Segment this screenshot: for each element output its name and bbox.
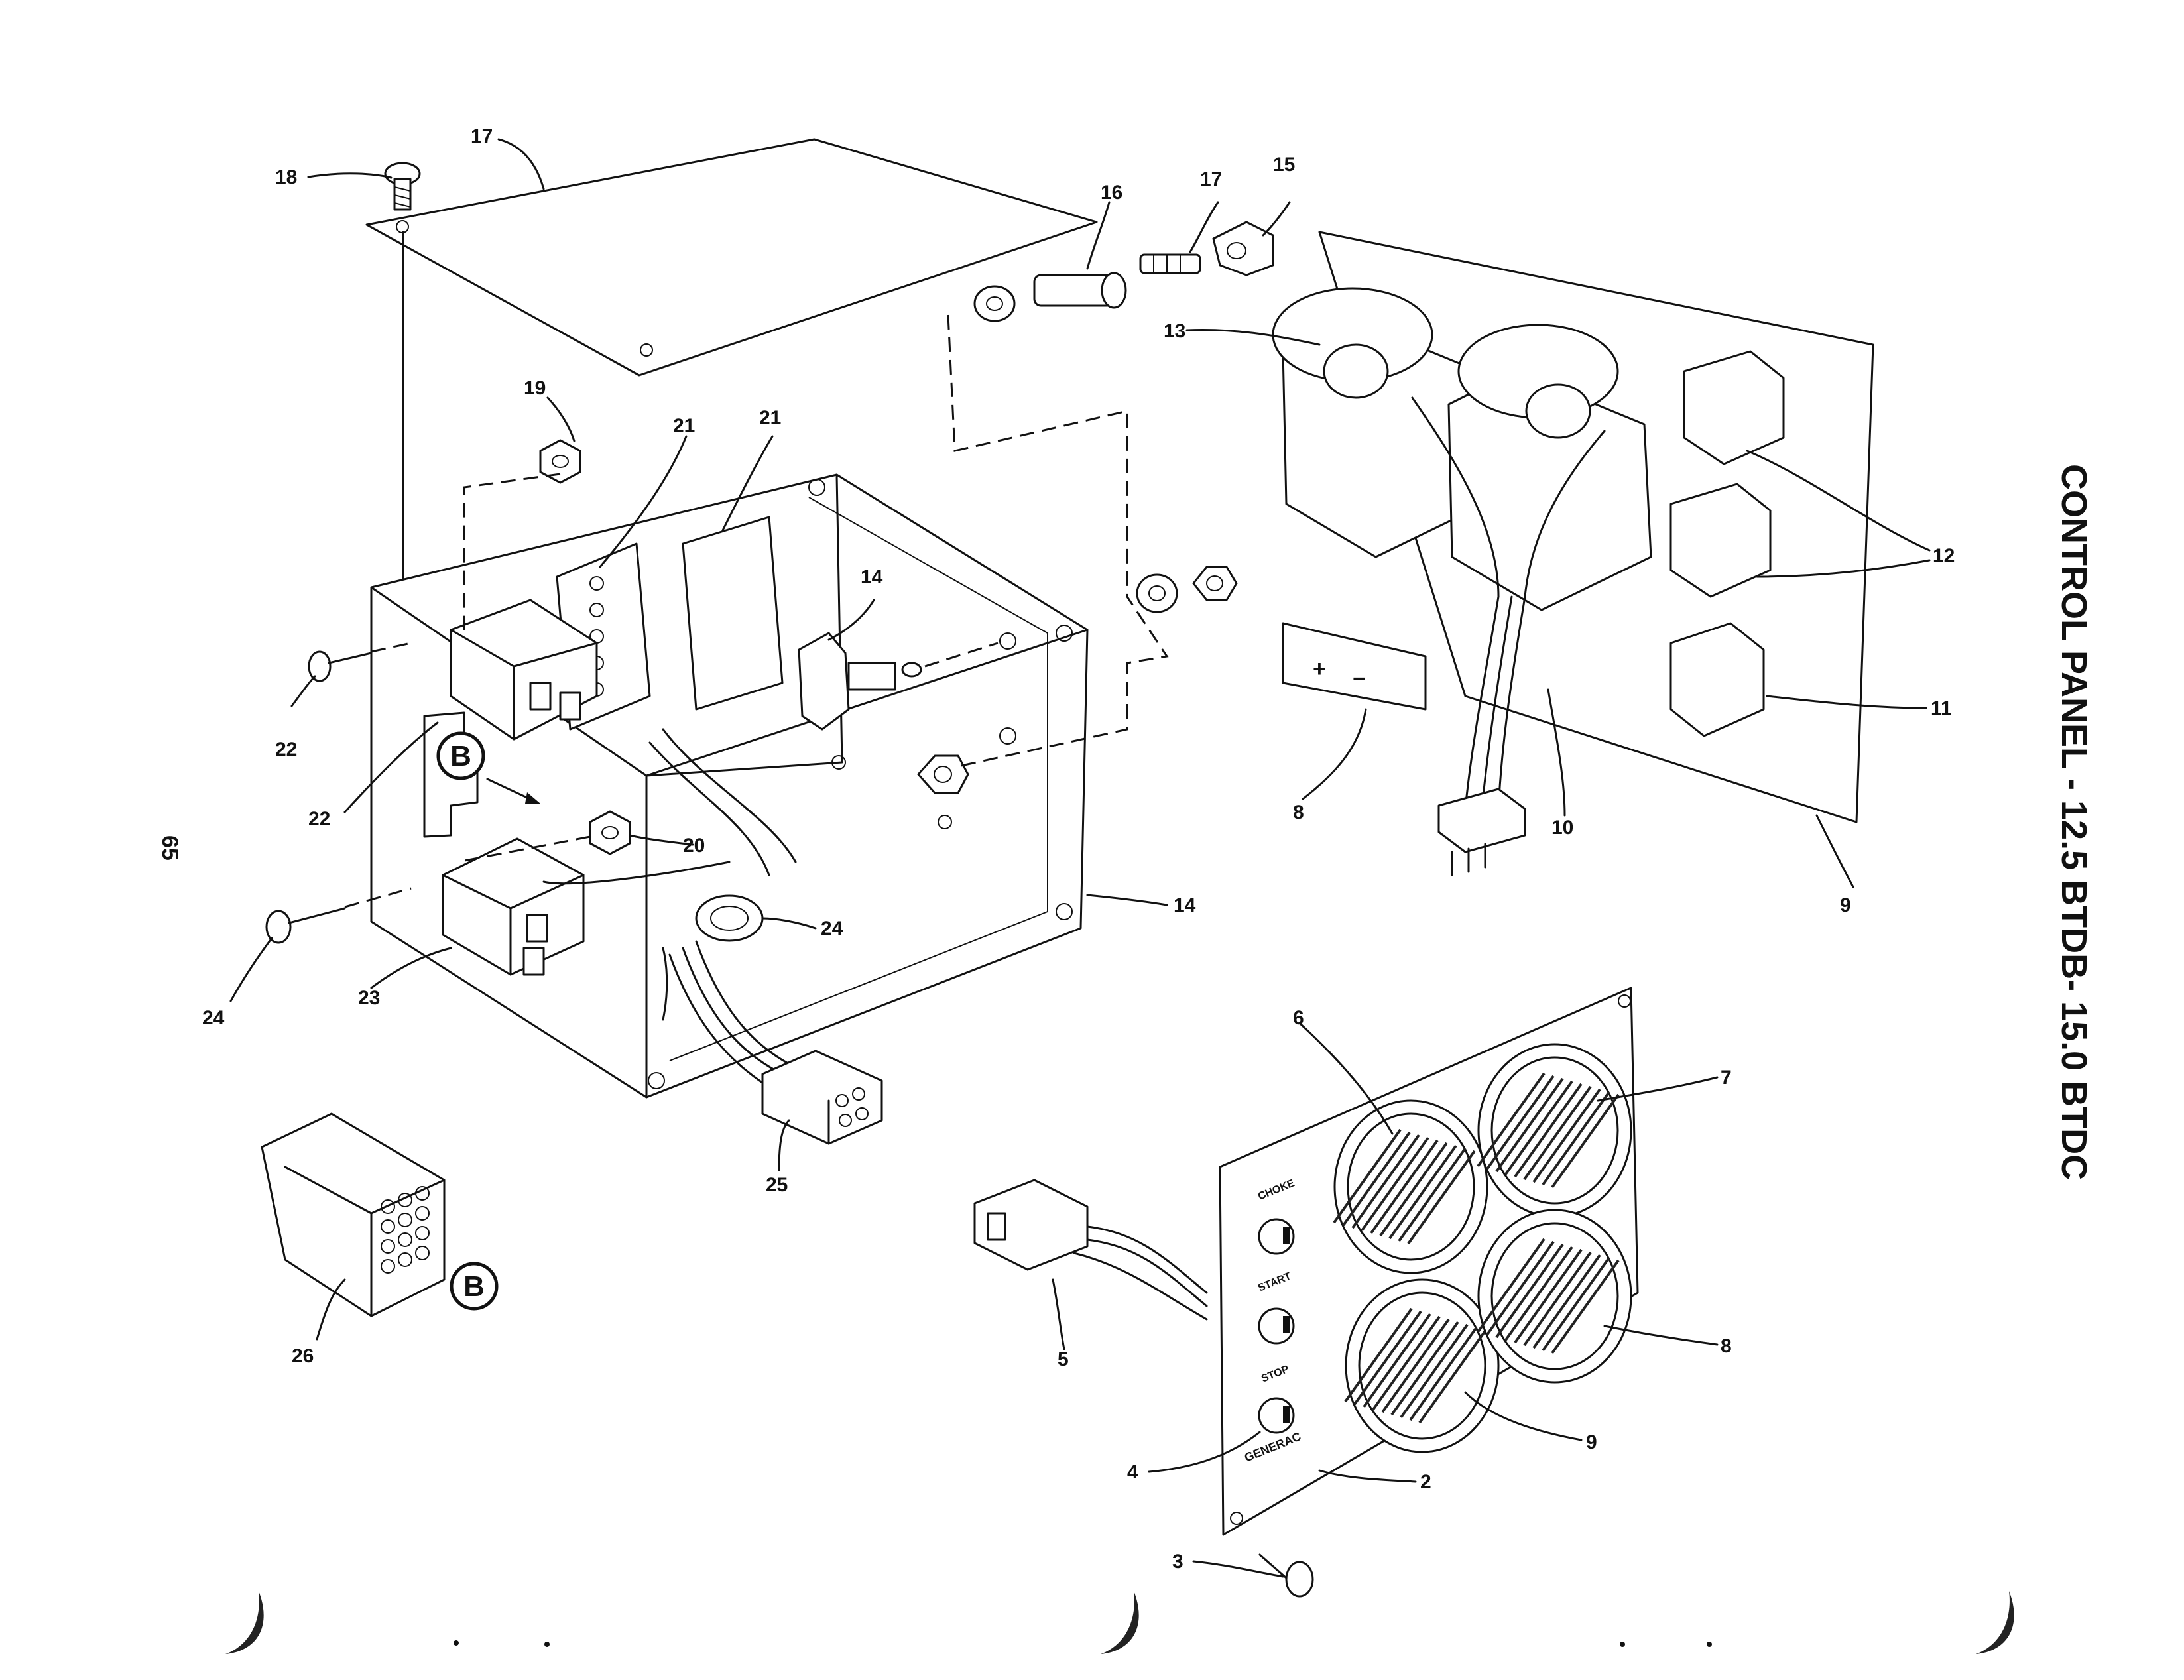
- callout-27: 25: [766, 1174, 788, 1196]
- svg-text:−: −: [1353, 666, 1366, 691]
- front-plug-5: [973, 1179, 1208, 1321]
- gauge-1: [1333, 1099, 1488, 1274]
- fuse-holder-17: [973, 272, 1127, 322]
- rear-harness: [1411, 396, 1606, 876]
- nut-21-lower: [589, 810, 631, 855]
- callout-7: 7: [1721, 1067, 1732, 1089]
- callout-8: 8: [1721, 1335, 1732, 1357]
- callout-4: 4: [1127, 1461, 1138, 1483]
- callout-12: 11: [1931, 697, 1952, 719]
- view-marker-b-upper: B: [436, 731, 540, 804]
- rear-gauges: [1272, 287, 1652, 611]
- front-gauges: [1333, 1043, 1632, 1453]
- callout-5: 5: [1058, 1349, 1069, 1370]
- nut-21-upper: [539, 439, 581, 484]
- callout-16: 14: [861, 566, 883, 588]
- callout-22a: 21: [673, 415, 695, 437]
- screw-3: [1258, 1553, 1314, 1598]
- page-number: 65: [157, 835, 182, 861]
- callout-3: 3: [1172, 1551, 1183, 1573]
- screw-23: [308, 642, 412, 682]
- gauge-4: [1477, 1209, 1632, 1384]
- relay-lower: [442, 837, 585, 976]
- callout-21b: 20: [683, 835, 705, 857]
- connector-27: [761, 1050, 883, 1145]
- callout-6: 6: [1293, 1007, 1304, 1029]
- callout-15: 14: [1174, 894, 1196, 916]
- screw-20: [384, 162, 421, 211]
- callout-17b: 15: [1273, 154, 1295, 176]
- callout-11: 10: [1551, 817, 1573, 839]
- callout-17a: 16: [1101, 182, 1122, 204]
- callout-9b: 9: [1586, 1431, 1597, 1453]
- wire-harness: [542, 728, 797, 1089]
- callout-22b: 21: [759, 407, 781, 429]
- callout-14: 13: [1164, 320, 1185, 342]
- callout-9a: 8: [1293, 802, 1304, 823]
- callout-23: 22: [275, 739, 297, 760]
- callout-26: 24: [821, 918, 843, 939]
- svg-text:+: +: [1313, 656, 1326, 682]
- screw-25: [265, 887, 412, 944]
- leader-lines: [229, 138, 1931, 1578]
- fuse-18: [1139, 253, 1201, 274]
- page-title: CONTROL PANEL - 12.5 BTDB- 15.0 BTDC: [2054, 464, 2094, 1180]
- washer-nut-pair: [1136, 566, 1238, 613]
- callout-28: 26: [292, 1345, 314, 1367]
- rear-switches-13: [1669, 350, 1785, 737]
- callout-20: 18: [275, 166, 297, 188]
- connector-28: [261, 1112, 446, 1317]
- svg-text:B: B: [450, 740, 471, 772]
- view-marker-b-lower: B: [450, 1262, 499, 1311]
- battery-terminal-block-9: + −: [1282, 622, 1427, 711]
- callout-13: 12: [1933, 545, 1955, 567]
- callout-21a: 19: [524, 377, 546, 399]
- gauge-3: [1344, 1278, 1500, 1453]
- binding-marks: [225, 1591, 2014, 1654]
- svg-text:B: B: [463, 1270, 485, 1303]
- switch-16: [798, 632, 999, 731]
- callout-2: 2: [1420, 1471, 1431, 1493]
- callout-24a: 22: [308, 808, 330, 830]
- gauge-2: [1477, 1043, 1632, 1218]
- callout-19: 17: [471, 125, 493, 147]
- fuse-cap-17: [1212, 221, 1274, 276]
- terminal-strip-right: [682, 516, 784, 711]
- nut-box-side: [917, 754, 969, 794]
- callouts: 18 17 16 17 15 13 19 21 21 14 12 11 9 10…: [202, 125, 1955, 1573]
- relay-upper: [450, 599, 598, 741]
- callout-24b: 23: [358, 987, 380, 1009]
- callout-18: 17: [1200, 168, 1222, 190]
- callout-10: 9: [1840, 894, 1851, 916]
- cover-plate: [365, 138, 1098, 598]
- callout-25: 24: [202, 1007, 225, 1029]
